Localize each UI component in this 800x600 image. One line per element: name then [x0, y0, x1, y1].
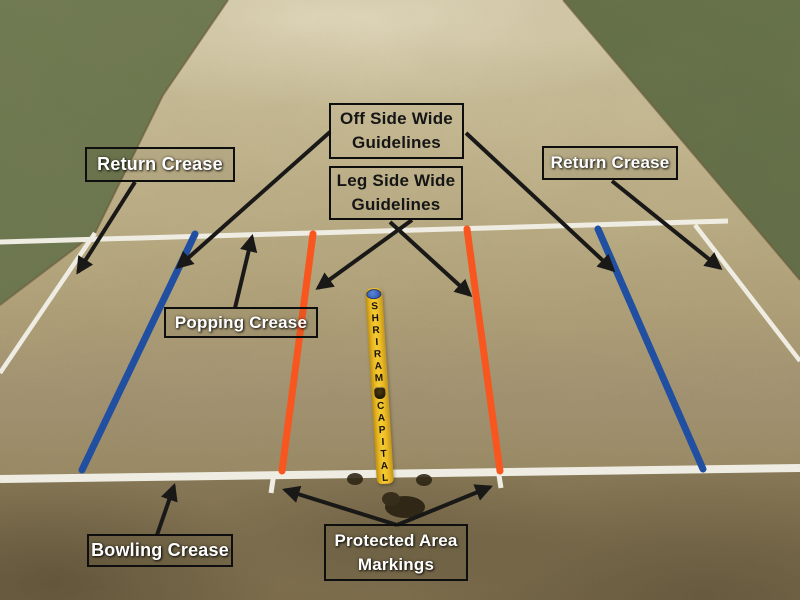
label-leg-side-wide-guidelines: Leg Side Wide Guidelines	[329, 166, 463, 220]
label-return-crease-right: Return Crease	[542, 146, 678, 180]
label-off-side-wide-guidelines: Off Side Wide Guidelines	[329, 103, 464, 159]
label-return-crease-left: Return Crease	[85, 147, 235, 182]
label-protected-area-markings: Protected Area Markings	[324, 524, 468, 581]
label-bowling-crease: Bowling Crease	[87, 534, 233, 567]
stump-cap	[366, 288, 382, 300]
label-popping-crease: Popping Crease	[164, 307, 318, 338]
sponsor-logo-icon	[374, 386, 386, 400]
